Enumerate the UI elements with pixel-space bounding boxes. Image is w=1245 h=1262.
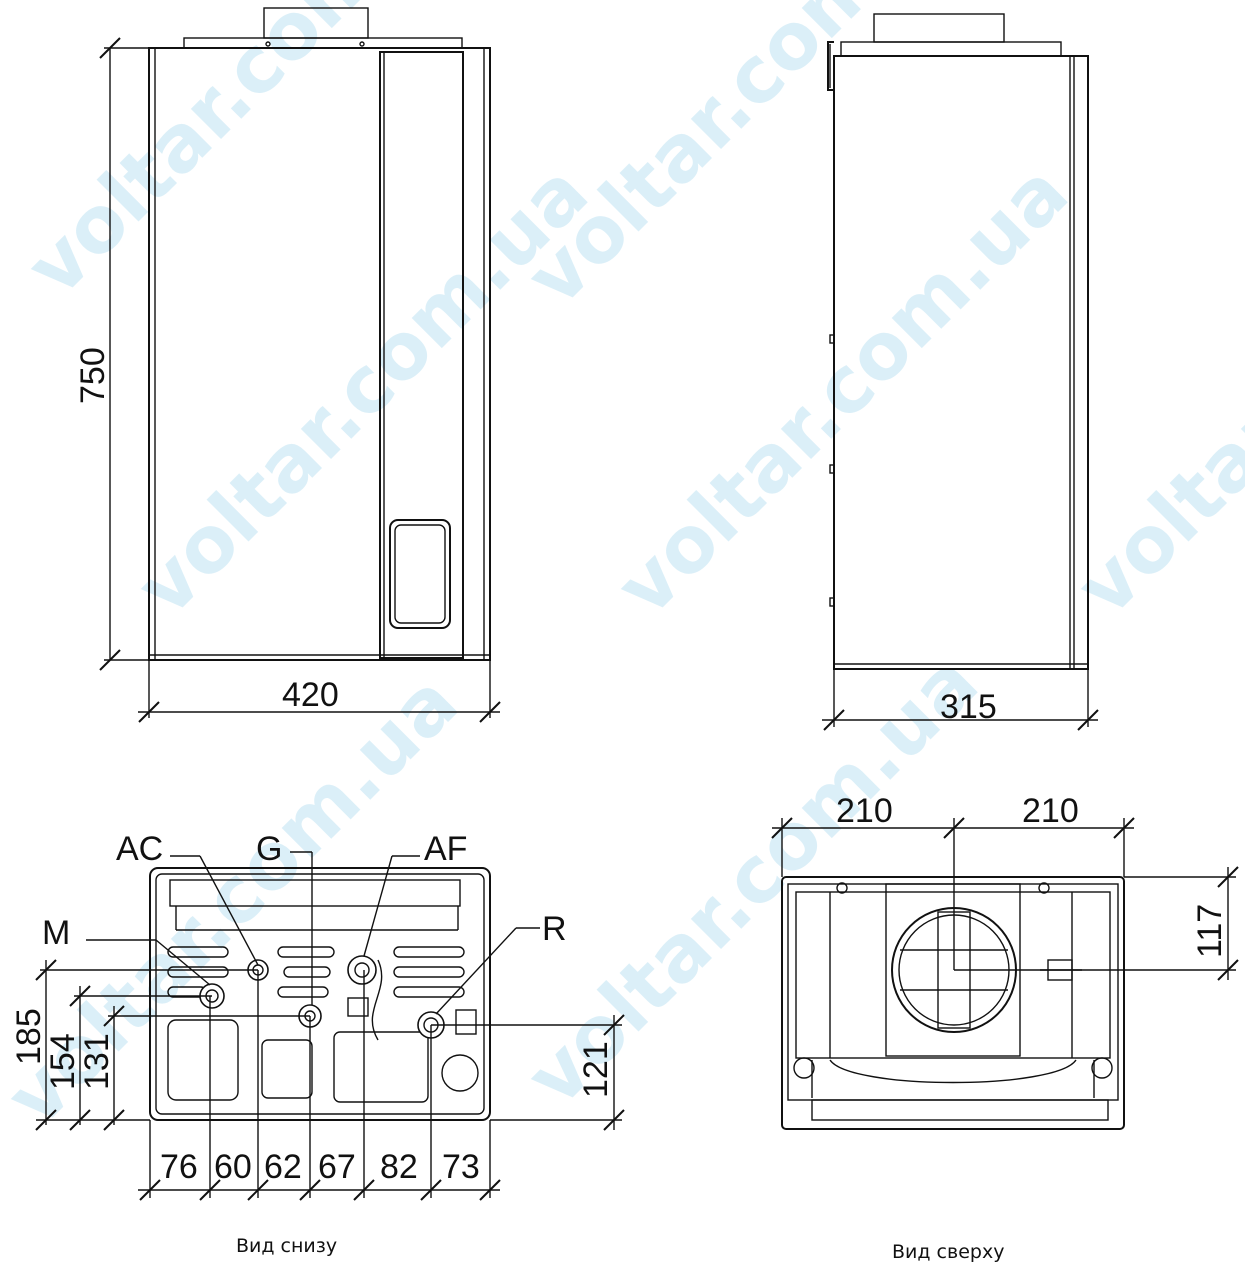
boiler-body <box>148 47 491 661</box>
fitting-af <box>347 955 377 985</box>
dim-73: 73 <box>442 1148 480 1186</box>
flue-pipe <box>873 13 1005 43</box>
bottom-outline <box>149 867 491 1121</box>
bottom-view: AC G AF M R 185 154 131 <box>10 830 625 1257</box>
side-view: 315 <box>822 13 1099 731</box>
dim-67: 67 <box>318 1148 356 1186</box>
dim-60: 60 <box>214 1148 252 1186</box>
label-r: R <box>542 910 567 948</box>
top-view-caption: Вид сверху <box>892 1241 1004 1262</box>
wall-bracket <box>827 41 834 91</box>
dim-76: 76 <box>160 1148 198 1186</box>
dim-131: 131 <box>78 1033 116 1090</box>
front-panel-strip <box>379 51 464 659</box>
dim-121: 121 <box>577 1041 615 1098</box>
label-af: AF <box>424 830 467 868</box>
dim-154: 154 <box>44 1033 82 1090</box>
side-depth-dim: 315 <box>940 688 997 726</box>
dim-82: 82 <box>380 1148 418 1186</box>
top-outline <box>781 876 1125 1130</box>
front-height-dim: 750 <box>74 347 112 404</box>
label-g: G <box>256 830 282 868</box>
top-right-dim: 210 <box>1022 792 1079 830</box>
label-ac: AC <box>116 830 163 868</box>
dim-62: 62 <box>264 1148 302 1186</box>
bottom-view-caption: Вид снизу <box>236 1235 337 1257</box>
control-panel-window <box>389 519 451 629</box>
top-left-dim: 210 <box>836 792 893 830</box>
top-flue-offset-dim: 117 <box>1191 904 1229 958</box>
label-m: M <box>42 914 70 952</box>
watermark-text: voltar.com.ua <box>120 148 606 634</box>
vent-slots <box>167 946 465 998</box>
side-body <box>833 55 1089 670</box>
top-plate <box>840 41 1062 57</box>
front-view: 750 420 <box>74 7 501 723</box>
front-width-dim: 420 <box>282 676 339 714</box>
watermark-layer: voltar.com.ua voltar.com.ua voltar.com.u… <box>0 0 1245 1143</box>
top-view: 210 210 117 Вид сверху <box>771 792 1239 1262</box>
dim-185: 185 <box>10 1008 48 1065</box>
